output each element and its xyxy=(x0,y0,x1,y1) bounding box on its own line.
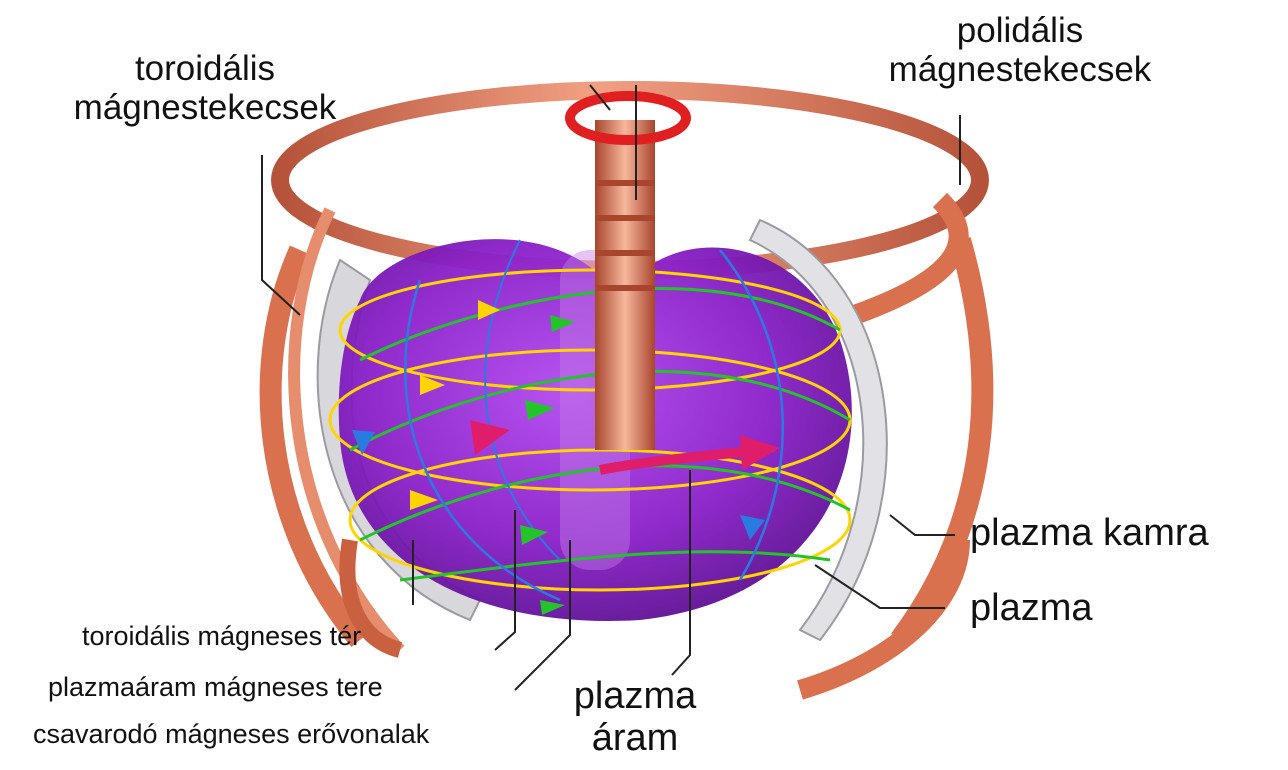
label-plasma-chamber: plazma kamra xyxy=(970,513,1209,555)
label-helical-field-lines: csavarodó mágneses erővonalak xyxy=(33,720,429,750)
label-plasma-current: plazma áram xyxy=(540,676,730,760)
label-plasma: plazma xyxy=(970,588,1093,630)
label-toroidal-field: toroidális mágneses tér xyxy=(82,622,361,652)
leader-chamber xyxy=(890,515,955,535)
label-plasma-current-field: plazmaáram mágneses tere xyxy=(48,673,383,703)
label-poloidal-coils: polidális mágnestekecsek xyxy=(830,12,1210,89)
label-toroidal-coils: toroidális mágnestekecsek xyxy=(0,50,410,127)
